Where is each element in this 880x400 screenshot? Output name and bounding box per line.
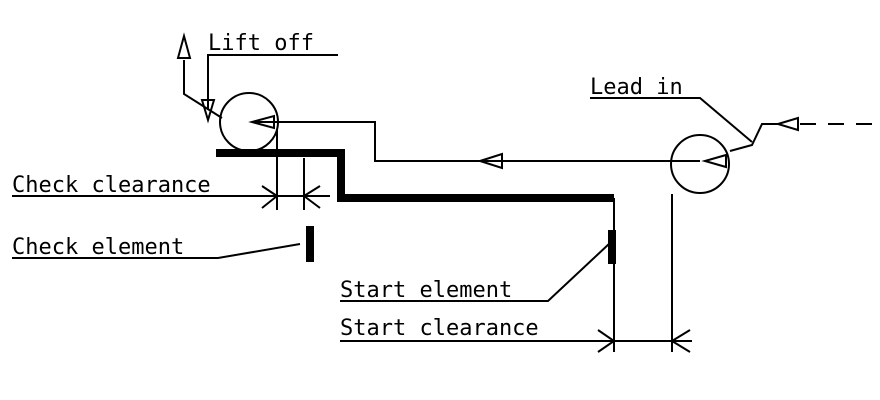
check-clearance-label: Check clearance bbox=[12, 173, 211, 198]
lift-off-leader bbox=[207, 54, 338, 110]
lift-off-leader-arrowhead bbox=[200, 99, 216, 124]
check-element-leader bbox=[12, 243, 301, 259]
check-clearance-arrow-left bbox=[261, 185, 279, 209]
start-element-label: Start element bbox=[340, 278, 512, 303]
check-clearance-arrow-right bbox=[302, 185, 321, 209]
lead-in-arrowhead bbox=[774, 116, 799, 132]
lead-in-leader bbox=[590, 97, 753, 143]
tool-circle-lead-in bbox=[670, 134, 730, 194]
start-clearance-arrow-left bbox=[597, 329, 616, 353]
lead-in-label: Lead in bbox=[590, 75, 683, 100]
lift-off-up-arrowhead bbox=[176, 32, 192, 59]
lift-off-exit-line bbox=[183, 60, 223, 119]
workpiece-profile bbox=[216, 149, 614, 202]
tool-circle-lift-off bbox=[219, 92, 279, 152]
start-clearance-arrow-right bbox=[670, 329, 691, 353]
path-arrowhead-mid bbox=[476, 152, 503, 170]
tool-path bbox=[255, 121, 700, 162]
check-element-label: Check element bbox=[12, 235, 184, 260]
start-clearance-label: Start clearance bbox=[340, 316, 539, 341]
start-element-leader bbox=[340, 242, 611, 302]
path-arrowhead-lead-in bbox=[701, 153, 727, 169]
lift-off-label: Lift off bbox=[208, 31, 314, 56]
lead-in-approach-line bbox=[729, 123, 778, 152]
path-arrowhead-lift-off bbox=[248, 114, 275, 130]
